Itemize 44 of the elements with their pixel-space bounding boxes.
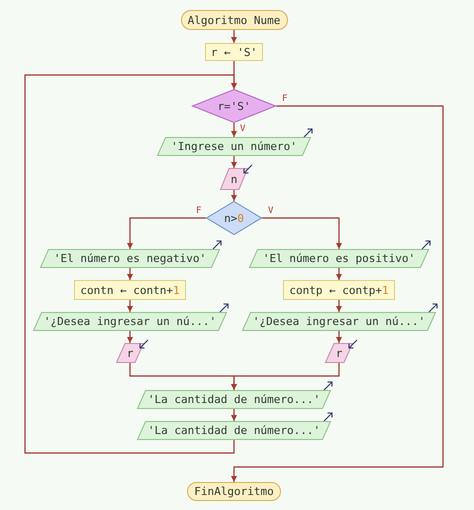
flow-arrow [127, 268, 133, 280]
flow-arrow [231, 190, 237, 201]
edge-label: V [267, 206, 274, 216]
process-box [205, 43, 263, 61]
process-box [283, 280, 395, 300]
node-text: contp ← contp+1 [289, 284, 389, 296]
decision-diamond [192, 89, 276, 123]
decision-diamond [206, 201, 262, 235]
flow-arrow [262, 217, 342, 249]
edge-label: F [195, 206, 202, 216]
node-text: 'La cantidad de número...' [148, 393, 320, 406]
edge-label: F [281, 94, 288, 104]
node-text: '¿Desea ingresar un nú...' [252, 315, 426, 328]
node-text: n>0 [224, 212, 244, 224]
node-text: '¿Desea ingresar un nú...' [44, 315, 216, 328]
node-text: 'Ingrese un número' [171, 140, 297, 153]
node-text: FinAlgoritmo [194, 485, 274, 498]
flow-arrow [231, 409, 237, 421]
node-text: 'El número es positivo' [262, 252, 416, 265]
flow-arrow [231, 105, 444, 482]
flow-arrow [336, 268, 342, 280]
node-text: Algoritmo Nume [188, 14, 280, 26]
flow-arrow [127, 217, 206, 249]
flow-arrow [231, 156, 237, 168]
node-text: 'La cantidad de número...' [148, 424, 320, 437]
flow-arrow [231, 30, 237, 43]
node-text: r [126, 346, 134, 360]
node-text: r [336, 346, 342, 360]
flow-arrow [336, 300, 342, 312]
flow-arrow [336, 331, 342, 343]
flow-arrow [127, 300, 133, 312]
flow-arrow [24, 74, 237, 454]
terminal-node [180, 10, 288, 30]
flow-arrow [231, 123, 237, 137]
node-text: n [230, 172, 238, 186]
process-box [74, 280, 186, 300]
flow-arrow [127, 331, 133, 343]
edge-label: V [239, 124, 246, 134]
flow-arrow [231, 363, 340, 390]
node-text: contn ← contn+1 [80, 284, 180, 296]
node-text: r ← 'S' [210, 46, 258, 58]
node-text: 'El número es negativo' [54, 252, 206, 265]
node-text: r='S' [217, 100, 251, 112]
terminal-node [187, 482, 281, 501]
